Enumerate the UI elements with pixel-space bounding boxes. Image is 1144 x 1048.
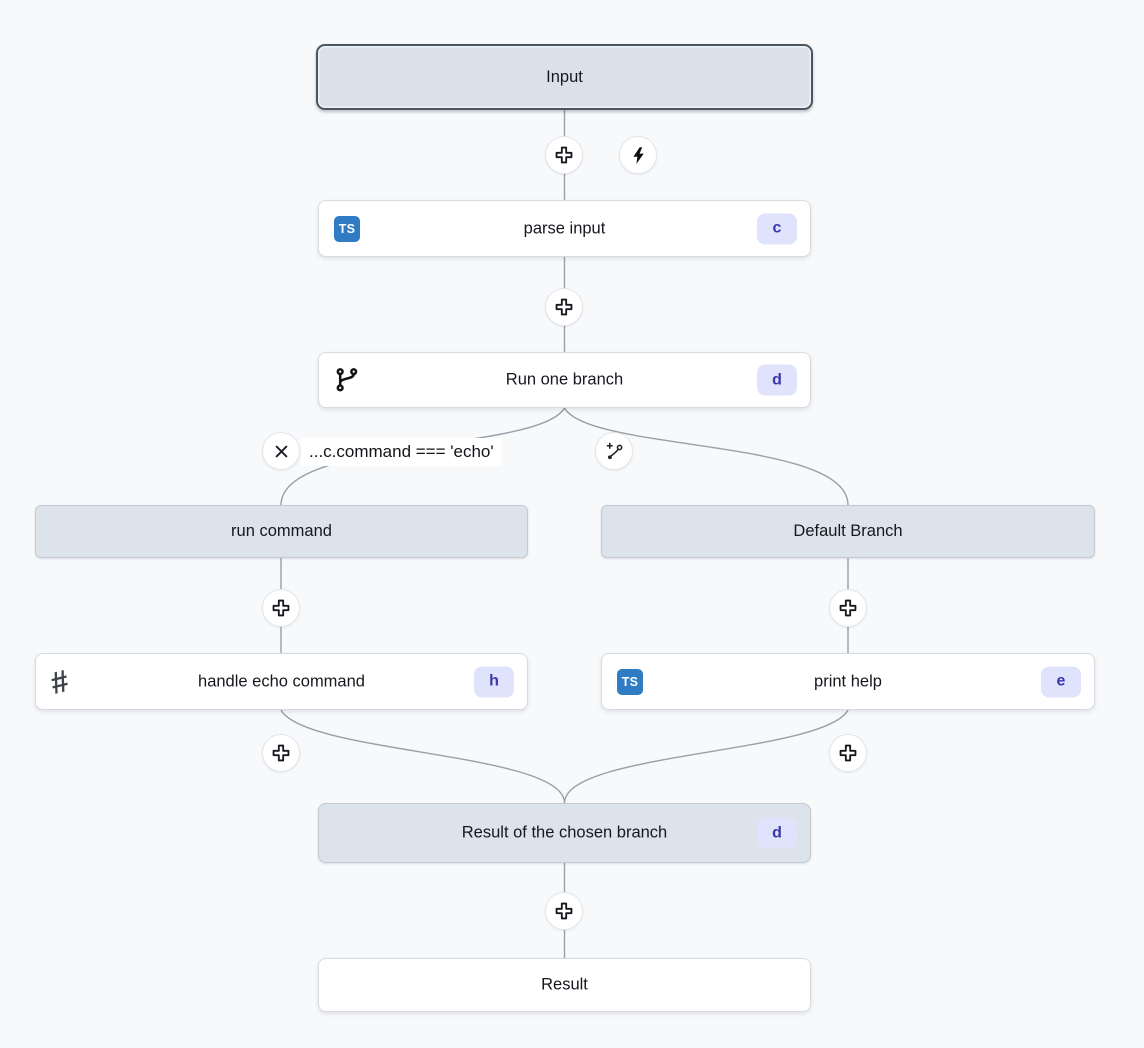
plus-icon [272, 599, 290, 617]
branch-header-label: run command [231, 522, 332, 540]
branch-condition-label: ...c.command === 'echo' [301, 438, 502, 466]
typescript-icon: TS [617, 668, 643, 695]
branch-header-default[interactable]: Default Branch [601, 505, 1095, 558]
step-id-badge: e [1041, 666, 1081, 697]
branch-result-label: Result of the chosen branch [461, 823, 668, 842]
flow-step-print-help[interactable]: TS print help e [601, 653, 1095, 710]
step-label: parse input [523, 219, 606, 237]
add-trigger-button[interactable] [619, 136, 657, 174]
add-step-button[interactable] [829, 734, 867, 772]
step-label: print help [814, 672, 882, 690]
flow-input-label: Input [546, 67, 583, 86]
plus-icon [839, 599, 857, 617]
plus-icon [272, 744, 290, 762]
flow-result-node[interactable]: Result [318, 958, 811, 1012]
add-step-button[interactable] [545, 892, 583, 930]
branch-header-label: Default Branch [793, 522, 903, 540]
branch-result-node[interactable]: Result of the chosen branch d [318, 803, 811, 863]
add-step-button[interactable] [262, 734, 300, 772]
x-icon [275, 445, 287, 457]
plus-icon [839, 744, 857, 762]
add-step-button[interactable] [545, 136, 583, 174]
lightning-icon [632, 146, 644, 164]
step-label: handle echo command [198, 672, 365, 690]
step-id-badge: d [757, 817, 797, 849]
flow-result-label: Result [541, 975, 588, 994]
flow-step-run-one-branch[interactable]: Run one branch d [318, 352, 811, 408]
step-id-badge: h [474, 666, 514, 697]
flow-input-node[interactable]: Input [316, 44, 813, 110]
flow-step-parse-input[interactable]: TS parse input c [318, 200, 811, 257]
plus-icon [555, 146, 573, 164]
branch-header-run-command[interactable]: run command [35, 505, 528, 558]
flow-step-handle-echo-command[interactable]: # handle echo command h [35, 653, 528, 710]
add-step-button[interactable] [829, 589, 867, 627]
add-step-button[interactable] [545, 288, 583, 326]
step-label: Run one branch [505, 370, 624, 389]
plus-icon [555, 902, 573, 920]
step-id-badge: c [757, 213, 797, 244]
add-step-button[interactable] [262, 589, 300, 627]
step-id-badge: d [757, 364, 797, 396]
typescript-icon: TS [334, 215, 360, 242]
git-branch-icon [334, 367, 361, 394]
add-branch-button[interactable] [595, 432, 633, 470]
plus-icon [555, 298, 573, 316]
remove-branch-button[interactable] [262, 432, 300, 470]
git-branch-plus-icon [606, 442, 622, 459]
